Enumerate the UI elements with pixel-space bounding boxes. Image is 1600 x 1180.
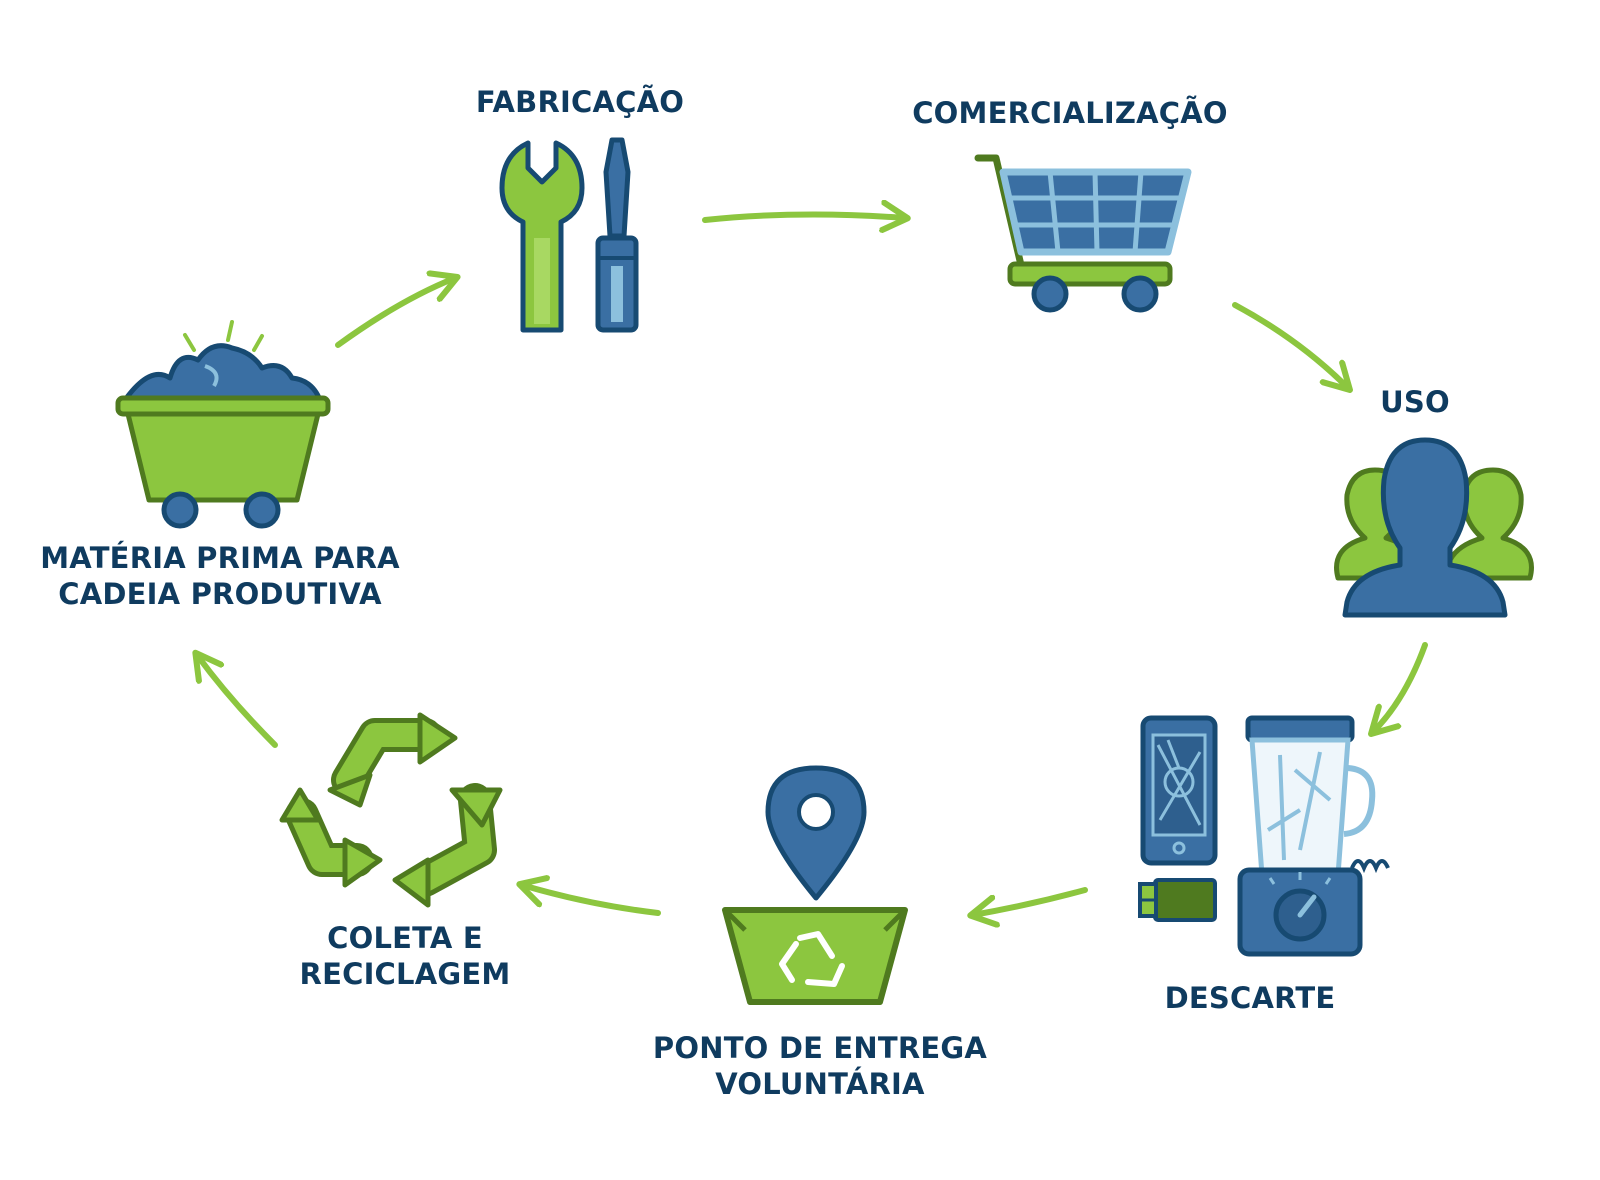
arrow-uso-to-descarte [1373,642,1428,732]
ore-pile [122,343,323,403]
label-line: COMERCIALIZAÇÃO [912,96,1228,130]
battery-icon [1138,878,1217,922]
arrow-ponto-to-coleta [522,885,661,916]
arrow-coleta-to-materia [197,655,278,748]
location-pin-icon [765,765,867,901]
broken-phone-icon [1140,715,1218,866]
drop-off-bin-icon [722,765,908,1005]
arrow-comercializacao-to-uso [1232,302,1348,388]
label-line: VOLUNTÁRIA [715,1067,925,1101]
label-coleta-reciclagem: COLETA E RECICLAGEM [255,920,555,992]
label-line: DESCARTE [1164,981,1336,1015]
people-icon [1334,437,1534,618]
label-line: CADEIA PRODUTIVA [58,577,382,611]
person-right [1447,467,1534,581]
flow-arrows [197,214,1428,916]
arrow-materia-to-fabricacao [335,278,455,348]
screwdriver-blade [603,137,631,239]
blender-icon [1237,715,1390,957]
label-line: MATÉRIA PRIMA PARA [40,541,400,575]
ore-cart-icon [115,320,331,529]
label-line: RECICLAGEM [299,957,511,991]
cart-wheel-right [1121,275,1159,313]
label-comercializacao: COMERCIALIZAÇÃO [890,95,1250,131]
shopping-cart-icon [974,154,1192,313]
arrow-descarte-to-ponto [973,887,1088,915]
label-uso: USO [1345,384,1485,420]
ore-cart-wheel-left [161,491,199,529]
arrow-fabricacao-to-comercializacao [702,214,905,220]
label-line: PONTO DE ENTREGA [652,1031,988,1065]
label-descarte: DESCARTE [1120,980,1380,1016]
wrench-icon [499,140,585,333]
wrench-screwdriver-icon [499,137,639,333]
cart-wheel-left [1031,275,1069,313]
small-recycle-icon [779,931,845,987]
label-line: FABRICAÇÃO [475,85,685,119]
recycle-icon [279,712,503,908]
broken-electronics-icon [1138,715,1390,957]
label-materia-prima: MATÉRIA PRIMA PARA CADEIA PRODUTIVA [20,540,420,612]
person-center [1342,437,1508,618]
collection-bin [722,907,908,1005]
ore-cart-wheel-right [243,491,281,529]
label-ponto-de-entrega: PONTO DE ENTREGA VOLUNTÁRIA [610,1030,1030,1102]
label-line: COLETA E [327,921,483,955]
label-fabricacao: FABRICAÇÃO [430,84,730,120]
label-line: USO [1380,385,1450,419]
